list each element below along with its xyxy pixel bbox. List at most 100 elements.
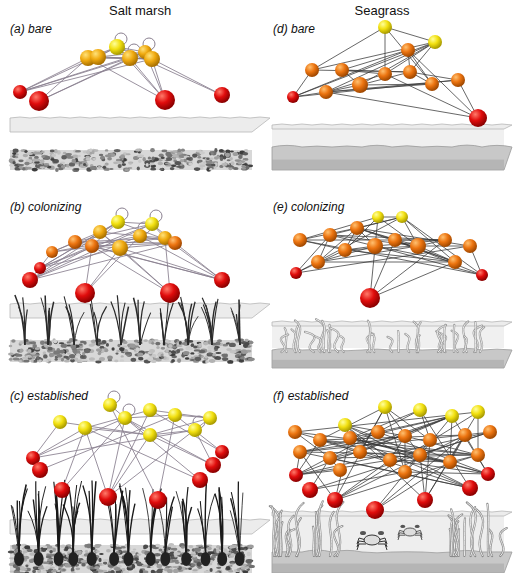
gravel-stone — [107, 157, 112, 160]
grass-blade — [206, 494, 215, 553]
seagrass-leaf — [500, 528, 507, 556]
grass-blade — [119, 486, 128, 553]
gravel-stone — [58, 168, 63, 171]
food-web — [13, 33, 230, 111]
gravel-stone — [143, 547, 147, 549]
gravel-stone — [181, 342, 185, 344]
gravel-stone — [98, 563, 102, 565]
seagrass-leaf-highlight — [272, 506, 275, 556]
gravel-stone — [34, 156, 39, 159]
seagrass-leaf-highlight — [372, 333, 375, 352]
grass-blade — [17, 501, 19, 553]
species-sphere — [367, 238, 383, 254]
seagrass-leaf-highlight — [453, 325, 454, 352]
gravel-stone — [157, 353, 160, 356]
gravel-stone — [105, 149, 108, 151]
gravel-stone — [43, 354, 48, 358]
species-sphere — [109, 39, 125, 55]
gravel-stone — [217, 357, 221, 360]
water-surface — [10, 519, 270, 534]
grass-blade — [186, 507, 192, 553]
seagrass-leaf-highlight — [296, 503, 304, 556]
species-sphere — [144, 51, 160, 67]
species-sphere — [192, 472, 208, 488]
gravel-stone — [170, 167, 175, 170]
species-sphere — [425, 77, 439, 91]
grass-blade — [183, 499, 187, 553]
food-web — [288, 400, 497, 519]
gravel-stone — [168, 344, 172, 348]
panel-label: (d) bare — [273, 22, 315, 36]
gravel-stone — [10, 155, 16, 157]
gravel-stone — [116, 350, 120, 353]
gravel-stone — [100, 156, 105, 160]
gravel-stone — [115, 353, 118, 355]
gravel-stone — [165, 349, 169, 353]
link-group — [296, 217, 482, 298]
gravel-stone — [136, 347, 140, 351]
gravel-stone — [12, 155, 15, 158]
gravel-stone — [212, 554, 219, 556]
grass-blade — [178, 302, 188, 345]
crab-body — [404, 528, 417, 536]
trophic-link — [62, 418, 125, 490]
trophic-link — [117, 47, 222, 95]
gravel-stone — [161, 356, 164, 359]
gravel-stone — [106, 343, 109, 347]
trophic-link — [370, 262, 455, 298]
sediment-band — [10, 340, 252, 362]
gravel-stone — [137, 562, 142, 567]
grass-blade — [111, 301, 121, 345]
gravel-stone — [120, 159, 123, 161]
gravel-stone — [71, 571, 75, 573]
gravel-stone — [205, 157, 211, 161]
gravel-stone — [236, 163, 242, 166]
seagrass-leaf-highlight — [437, 325, 446, 352]
gravel-stone — [131, 551, 135, 554]
gravel-stone — [49, 353, 54, 358]
gravel-stone — [9, 163, 13, 167]
gravel-stone — [76, 353, 80, 357]
species-sphere — [417, 492, 433, 508]
gravel-stone — [177, 358, 181, 363]
seagrass-leaf-highlight — [288, 516, 293, 556]
grass-blade — [182, 501, 186, 553]
gravel-stone — [24, 571, 29, 573]
gravel-stone — [119, 551, 122, 553]
species-sphere — [133, 229, 147, 243]
gravel-stone — [194, 167, 200, 171]
species-sphere — [398, 429, 412, 443]
gravel-stone — [194, 548, 201, 552]
gravel-stone — [81, 560, 88, 563]
gravel-stone — [99, 357, 105, 361]
mussel-clump — [217, 552, 227, 566]
seagrass-leaf-highlight — [313, 527, 314, 556]
seagrass-leaf-highlight — [330, 328, 339, 352]
gravel-stone — [234, 569, 240, 572]
grass-blade — [165, 497, 174, 553]
species-sphere — [366, 501, 384, 519]
gravel-stone — [155, 339, 159, 341]
species-sphere — [445, 409, 459, 423]
crab-leg — [415, 535, 422, 540]
crab-body — [364, 535, 380, 545]
gravel-stone — [91, 157, 96, 161]
gravel-stone — [198, 343, 202, 347]
gravel-stone — [67, 352, 71, 354]
trophic-link — [33, 418, 125, 458]
gravel-stone — [233, 152, 239, 156]
grass-blade — [48, 302, 53, 345]
gravel-stone — [215, 352, 221, 354]
panel-label: (f) established — [273, 389, 348, 403]
gravel-stone — [211, 152, 214, 155]
gravel-stone — [135, 149, 140, 152]
gravel-stone — [167, 569, 173, 573]
gravel-stone — [98, 570, 104, 573]
species-sphere — [32, 462, 48, 478]
gravel-stone — [226, 566, 230, 570]
species-sphere — [319, 85, 333, 99]
gravel-stone — [133, 549, 137, 551]
gravel-stone — [220, 157, 224, 162]
gravel-stone — [48, 347, 53, 351]
gravel-stone — [240, 357, 245, 360]
